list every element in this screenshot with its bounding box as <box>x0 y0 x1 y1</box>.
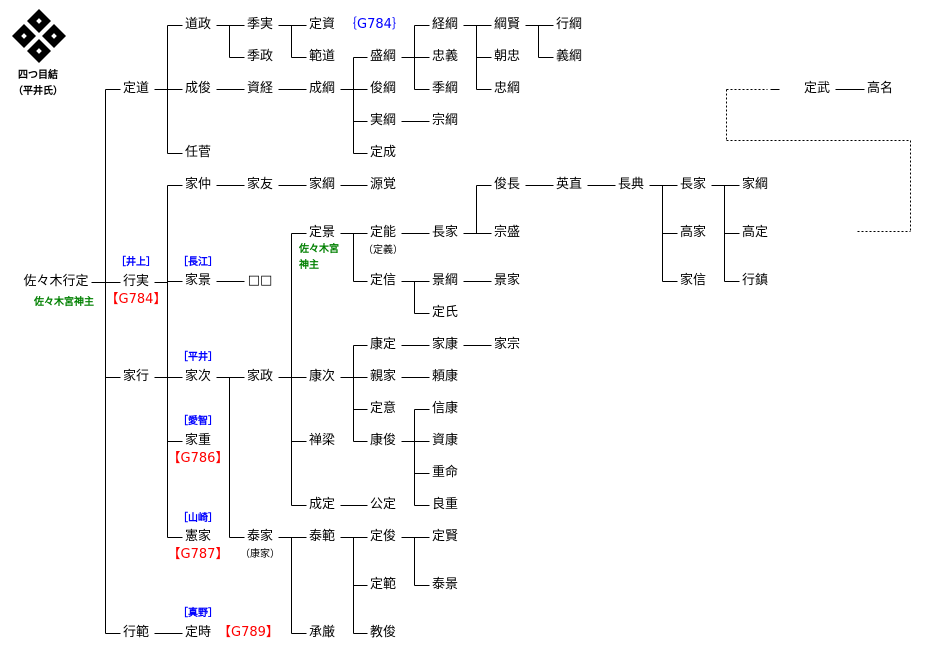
clan-tag: ［真野］ <box>178 608 218 619</box>
person-name: 定俊 <box>369 529 397 544</box>
title-note: 神主 <box>299 260 319 271</box>
person-name: 任菅 <box>184 145 212 160</box>
ref-tag: 【G786】 <box>167 451 229 466</box>
person-name: 頼康 <box>431 369 459 384</box>
person-name: 佐々木行定 <box>23 274 89 289</box>
person-name: 景綱 <box>431 273 459 288</box>
person-name: 泰範 <box>308 529 336 544</box>
alias-note: （康家） <box>240 549 280 560</box>
person-name: 康俊 <box>369 433 397 448</box>
person-name: 定成 <box>369 145 397 160</box>
person-name: 定道 <box>122 81 150 96</box>
person-name: 教俊 <box>369 625 397 640</box>
person-name: 定能 <box>369 225 397 240</box>
person-name: 宗盛 <box>493 225 521 240</box>
person-name: 長家 <box>431 225 459 240</box>
person-name: 行範 <box>122 625 150 640</box>
person-name: 家綱 <box>741 177 769 192</box>
person-name: 康定 <box>369 337 397 352</box>
person-name: 家重 <box>184 433 212 448</box>
person-name: 定武 <box>803 81 831 96</box>
person-name: 家景 <box>184 273 212 288</box>
person-name: 家信 <box>679 273 707 288</box>
person-name: 盛綱 <box>369 49 397 64</box>
person-name: 禅梁 <box>308 433 336 448</box>
person-name: 季実 <box>246 17 274 32</box>
clan-tag: ［平井］ <box>178 352 218 363</box>
person-name: 泰家 <box>246 529 274 544</box>
person-name: 源覚 <box>369 177 397 192</box>
person-name: 家綱 <box>308 177 336 192</box>
person-name: 成綱 <box>308 81 336 96</box>
yotsume-yui-crest-icon <box>12 9 66 63</box>
person-name: 季綱 <box>431 81 459 96</box>
person-name: 良重 <box>431 497 459 512</box>
person-name: 家行 <box>122 369 150 384</box>
person-name: 定氏 <box>431 305 459 320</box>
clan-tag: ［井上］ <box>116 257 156 268</box>
person-name: 宗綱 <box>431 113 459 128</box>
person-name: 季政 <box>246 49 274 64</box>
title-note: 佐々木宮神主 <box>34 297 94 308</box>
person-name: 高定 <box>741 225 769 240</box>
ref-tag: 【G784】 <box>105 292 167 307</box>
person-name: 定賢 <box>431 529 459 544</box>
ref-tag: 【G787】 <box>167 547 229 562</box>
person-name: 承厳 <box>308 625 336 640</box>
person-name: 景家 <box>493 273 521 288</box>
person-name: 家政 <box>246 369 274 384</box>
ref-tag: 【G789】 <box>218 625 279 640</box>
crest-clan: （平井氏） <box>13 86 63 97</box>
person-name: 公定 <box>369 497 397 512</box>
person-name: 行鎮 <box>741 273 769 288</box>
person-name: 俊綱 <box>369 81 397 96</box>
person-name: 行綱 <box>555 17 583 32</box>
person-name: 長家 <box>679 177 707 192</box>
person-name: 憲家 <box>184 529 212 544</box>
person-name: 家宗 <box>493 337 521 352</box>
person-name: 家友 <box>246 177 274 192</box>
person-name: 俊長 <box>493 177 521 192</box>
person-name: 泰景 <box>431 577 459 592</box>
person-name: 資康 <box>431 433 459 448</box>
person-name: □□ <box>247 273 273 288</box>
alias-note: （定義） <box>363 245 403 256</box>
person-name: 家仲 <box>184 177 212 192</box>
person-name: 高名 <box>866 81 894 96</box>
crest-name: 四つ目結 <box>18 70 58 81</box>
clan-tag: ［愛智］ <box>178 416 218 427</box>
person-name: 英直 <box>555 177 583 192</box>
person-name: 資経 <box>246 81 274 96</box>
person-name: 信康 <box>431 401 459 416</box>
title-note: 佐々木宮 <box>299 244 339 255</box>
person-name: 綱賢 <box>493 17 521 32</box>
person-name: 高家 <box>679 225 707 240</box>
person-name: 成俊 <box>184 81 212 96</box>
person-name: 行実 <box>122 274 150 289</box>
person-name: 忠義 <box>431 49 459 64</box>
ref-tag: ｛G784｝ <box>344 17 405 32</box>
person-name: 定信 <box>369 273 397 288</box>
person-name: 康次 <box>308 369 336 384</box>
person-name: 定意 <box>369 401 397 416</box>
person-name: 道政 <box>184 17 212 32</box>
clan-tag: ［山崎］ <box>178 513 218 524</box>
person-name: 実綱 <box>369 113 397 128</box>
person-name: 経綱 <box>431 17 459 32</box>
person-name: 定時 <box>184 625 212 640</box>
person-name: 忠綱 <box>493 81 521 96</box>
person-name: 義綱 <box>555 49 583 64</box>
person-name: 長典 <box>617 177 645 192</box>
person-name: 親家 <box>369 369 397 384</box>
person-name: 重命 <box>431 465 459 480</box>
person-name: 朝忠 <box>493 49 521 64</box>
person-name: 家康 <box>431 337 459 352</box>
person-name: 定資 <box>308 17 336 32</box>
person-name: 定景 <box>308 225 336 240</box>
person-name: 家次 <box>184 369 212 384</box>
person-name: 範道 <box>308 49 336 64</box>
clan-tag: ［長江］ <box>178 257 218 268</box>
person-name: 定範 <box>369 577 397 592</box>
person-name: 成定 <box>308 497 336 512</box>
